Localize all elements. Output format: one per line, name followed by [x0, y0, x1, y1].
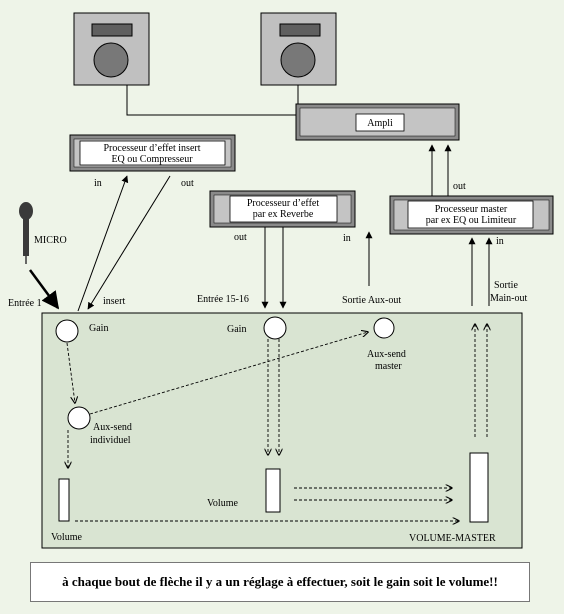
speaker-right: [260, 12, 337, 86]
speaker-left: [73, 12, 150, 86]
ampli-box: Ampli: [295, 103, 460, 141]
note-text: à chaque bout de flèche il y a un réglag…: [62, 574, 498, 589]
insert-processor-line2: EQ ou Compresseur: [111, 154, 193, 165]
entree1516-label: Entrée 15-16: [197, 294, 249, 305]
master-processor-line2: par ex EQ ou Limiteur: [426, 215, 517, 226]
sortie-main-label-2: Main-out: [490, 293, 527, 304]
gain-knob-input1516[interactable]: [263, 316, 287, 340]
reverb-processor-box: Processeur d’effet par ex Reverbe: [209, 190, 356, 228]
insert-send-arrow: [77, 175, 129, 312]
insert-processor-box: Processeur d’effet insert EQ ou Compress…: [69, 134, 236, 172]
sortie-main-label-1: Sortie: [494, 280, 518, 291]
insert-in-label: in: [94, 178, 102, 189]
aux-send-master-label-2: master: [375, 361, 402, 372]
microphone-icon: [19, 202, 33, 264]
volume-label-input1516: Volume: [207, 498, 238, 509]
gain-knob-input1[interactable]: [55, 319, 79, 343]
master-in-label: in: [496, 236, 504, 247]
volume-label-input1: Volume: [51, 532, 82, 543]
mic-cable-arrow: [28, 269, 60, 310]
master-out-label: out: [453, 181, 466, 192]
reverb-in-label: in: [343, 233, 351, 244]
insert-return-arrow: [87, 175, 171, 310]
volume-master-fader[interactable]: [469, 452, 489, 523]
volume-master-label: VOLUME-MASTER: [409, 533, 496, 544]
ampli-label: Ampli: [367, 118, 393, 129]
reverb-out-label: out: [234, 232, 247, 243]
micro-label: MICRO: [34, 235, 67, 246]
sortie-aux-label: Sortie Aux-out: [342, 295, 401, 306]
speaker-wires: [126, 85, 299, 116]
gain-label-input1516: Gain: [227, 324, 246, 335]
mixer-console: [41, 312, 523, 549]
aux-send-individuel-label-2: individuel: [90, 435, 131, 446]
entree1-label: Entrée 1: [8, 298, 42, 309]
aux-send-master-label-1: Aux-send: [367, 349, 406, 360]
insert-processor-line1: Processeur d’effet insert: [103, 143, 200, 154]
insert-out-label: out: [181, 178, 194, 189]
note-box: à chaque bout de flèche il y a un réglag…: [30, 562, 530, 602]
aux-send-individuel-label-1: Aux-send: [93, 422, 132, 433]
gain-label-input1: Gain: [89, 323, 108, 334]
master-processor-line1: Processeur master: [435, 204, 508, 215]
aux-send-individuel-knob[interactable]: [67, 406, 91, 430]
aux-send-master-knob[interactable]: [373, 317, 395, 339]
master-processor-box: Processeur master par ex EQ ou Limiteur: [389, 195, 554, 235]
insert-label: insert: [103, 296, 125, 307]
reverb-processor-line1: Processeur d’effet: [247, 198, 320, 209]
volume-fader-input1516[interactable]: [265, 468, 281, 513]
reverb-processor-line2: par ex Reverbe: [253, 209, 314, 220]
internal-signal-paths: [67, 324, 487, 521]
volume-fader-input1[interactable]: [58, 478, 70, 522]
